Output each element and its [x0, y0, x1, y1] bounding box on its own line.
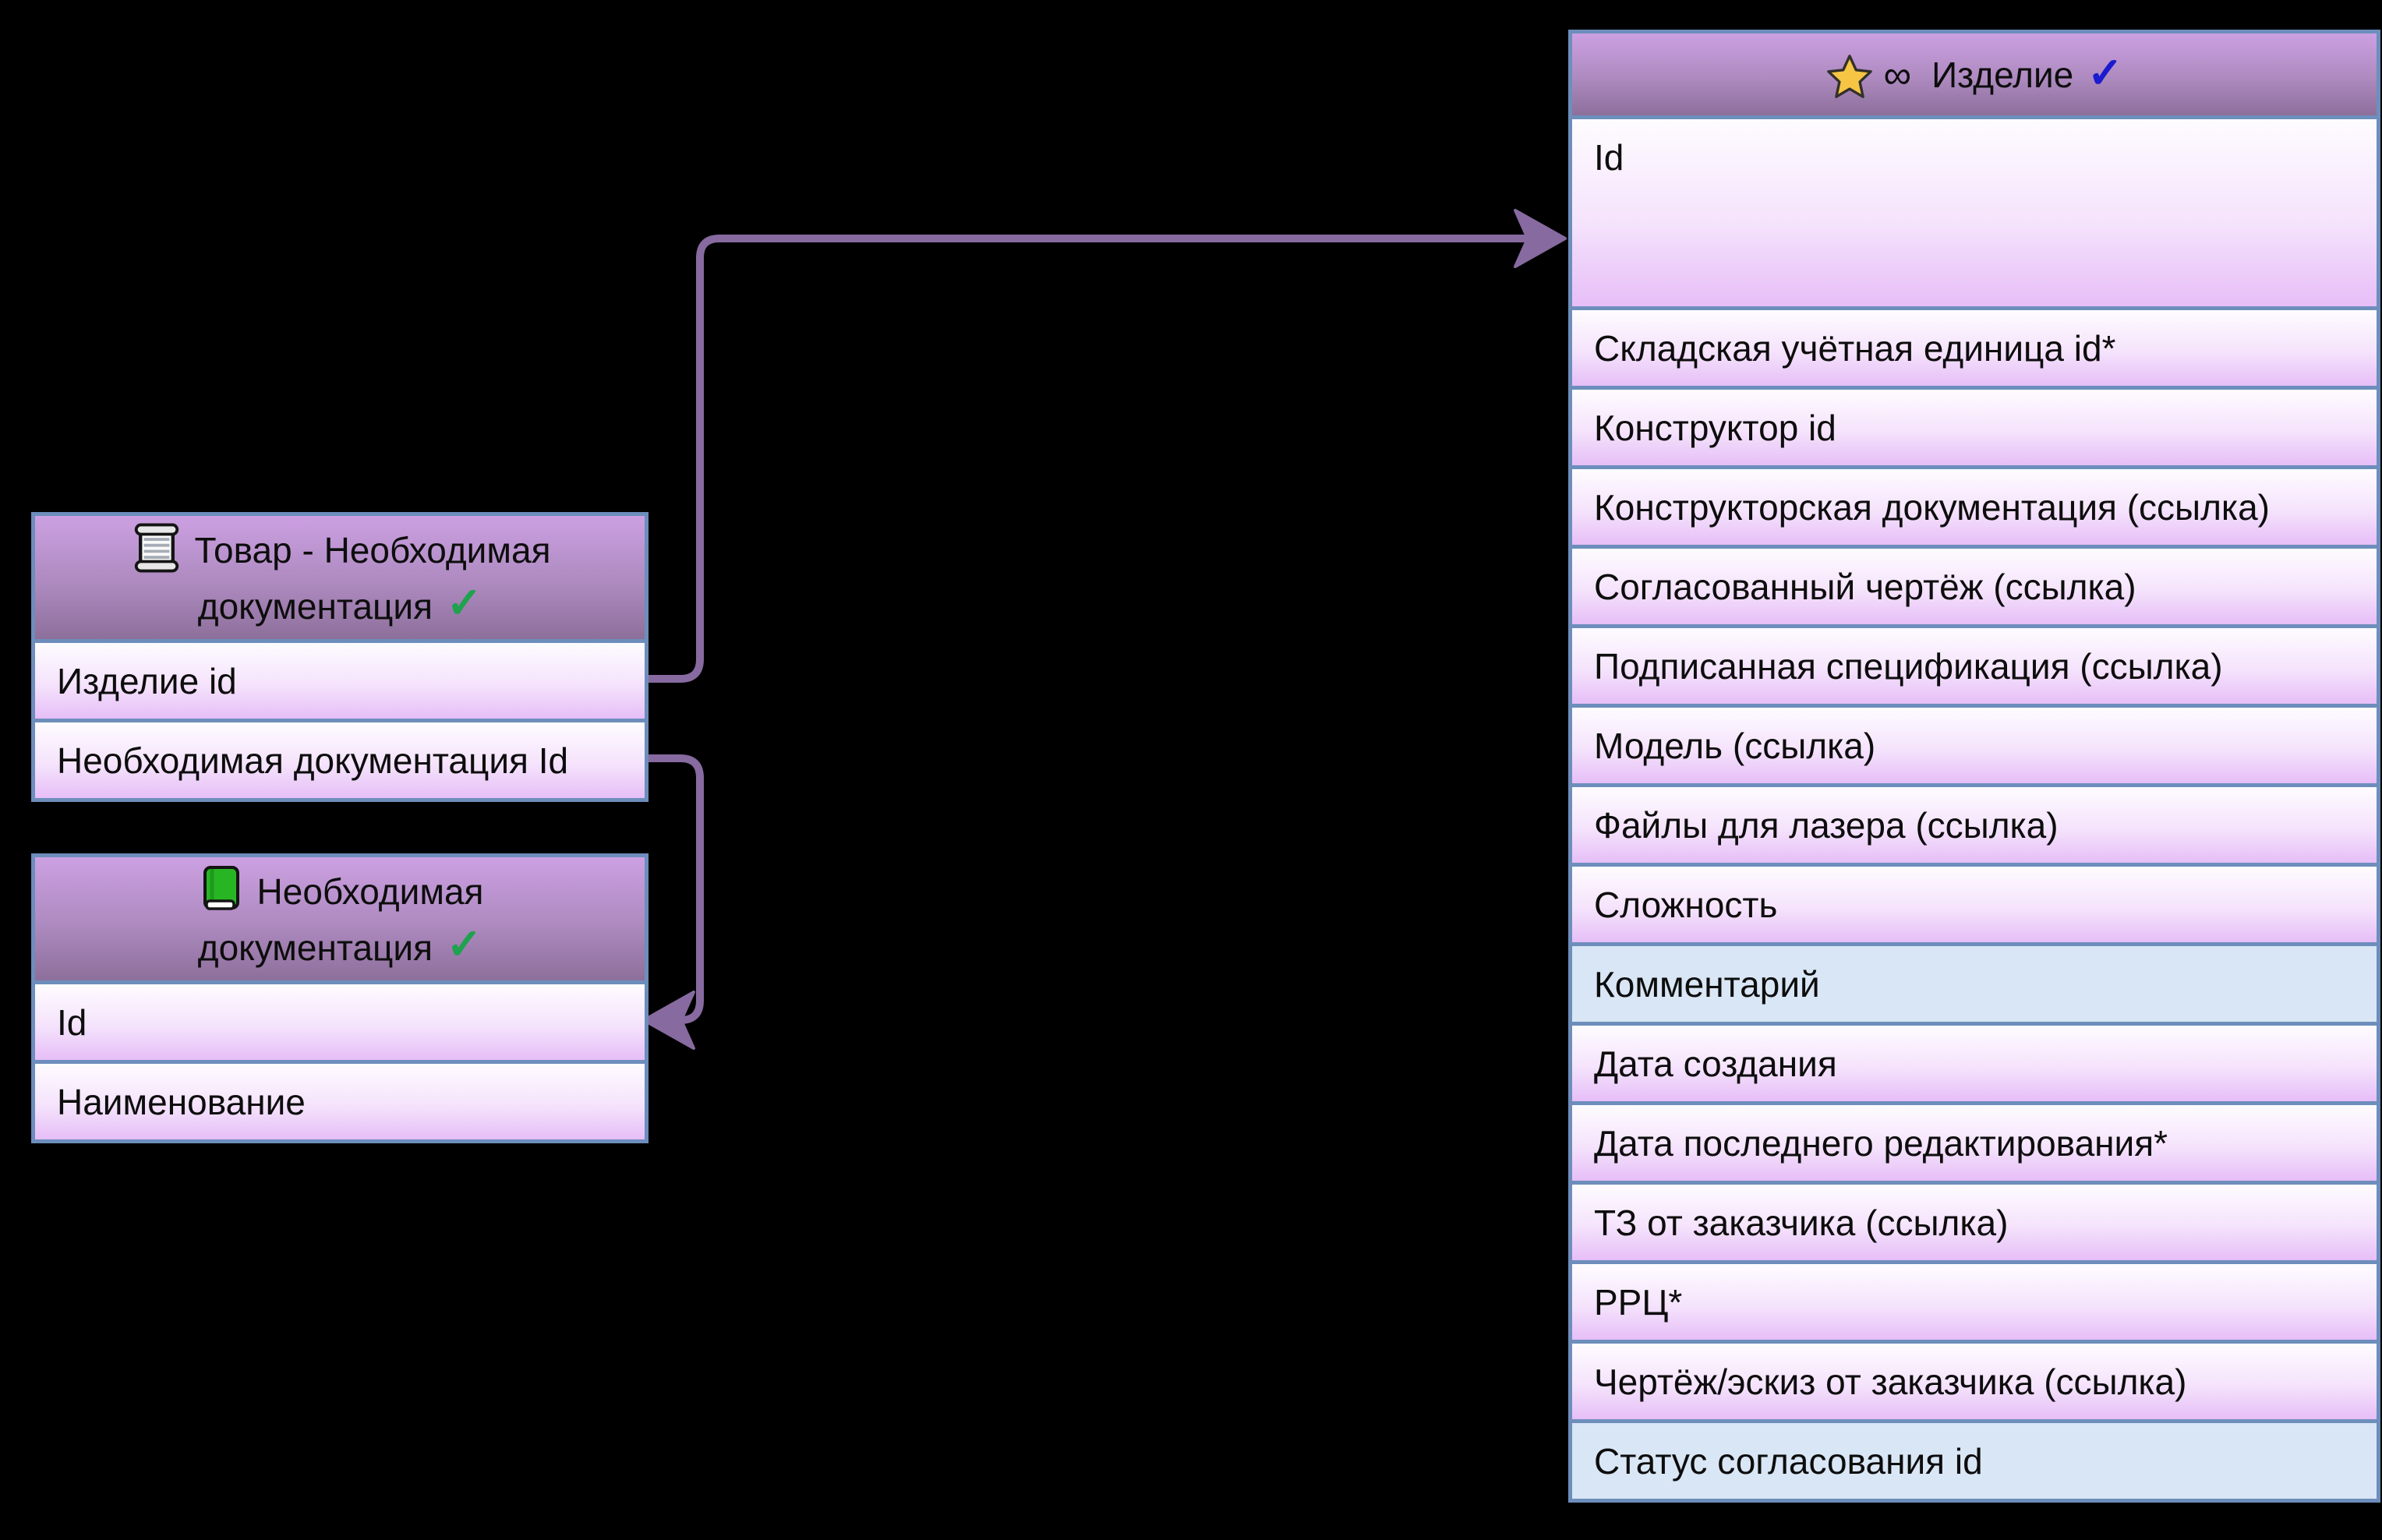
field-label: ТЗ от заказчика (ссылка)	[1594, 1203, 2009, 1243]
field-row-complexity[interactable]: Сложность	[1572, 863, 2377, 942]
green-book-icon	[203, 866, 239, 910]
field-row-customer-tz[interactable]: ТЗ от заказчика (ссылка)	[1572, 1181, 2377, 1260]
relation-arrowhead-product	[1514, 209, 1567, 268]
check-icon: ✓	[446, 921, 482, 968]
field-label: Изделие id	[57, 661, 237, 701]
relation-arrow-docs	[641, 754, 704, 1024]
field-row-approval-status[interactable]: Статус согласования id	[1572, 1419, 2377, 1499]
field-label: Чертёж/эскиз от заказчика (ссылка)	[1594, 1362, 2187, 1402]
field-label: Дата создания	[1594, 1044, 1837, 1084]
field-row-design-docs[interactable]: Конструкторская документация (ссылка)	[1572, 465, 2377, 545]
table-header-izdelie[interactable]: ∞ Изделие ✓	[1572, 34, 2377, 115]
field-row-constructor-id[interactable]: Конструктор id	[1572, 386, 2377, 465]
field-row-id[interactable]: Id	[1572, 115, 2377, 306]
field-label: Конструкторская документация (ссылка)	[1594, 487, 2270, 528]
field-label: Файлы для лазера (ссылка)	[1594, 805, 2059, 846]
entity-table-tovar-docs[interactable]: Товар - Необходимая документация✓ Издели…	[31, 512, 649, 802]
check-icon: ✓	[2087, 49, 2123, 97]
entity-table-docs[interactable]: Необходимая документация✓ Id Наименовани…	[31, 853, 649, 1143]
field-label: Подписанная спецификация (ссылка)	[1594, 646, 2223, 687]
field-row-created-date[interactable]: Дата создания	[1572, 1022, 2377, 1101]
field-row-laser-files[interactable]: Файлы для лазера (ссылка)	[1572, 783, 2377, 863]
field-row-id[interactable]: Id	[35, 980, 645, 1060]
field-label: Модель (ссылка)	[1594, 726, 1876, 766]
field-row-approved-drawing[interactable]: Согласованный чертёж (ссылка)	[1572, 545, 2377, 624]
field-label: РРЦ*	[1594, 1282, 1683, 1323]
field-row-comment[interactable]: Комментарий	[1572, 942, 2377, 1022]
field-label: Конструктор id	[1594, 408, 1836, 448]
field-label: Статус согласования id	[1594, 1441, 1983, 1482]
field-row-izdelie-id[interactable]: Изделие id	[35, 639, 645, 719]
field-row-edited-date[interactable]: Дата последнего редактирования*	[1572, 1101, 2377, 1181]
field-label: Наименование	[57, 1082, 306, 1122]
scroll-icon	[134, 523, 178, 573]
field-label: Согласованный чертёж (ссылка)	[1594, 567, 2136, 607]
field-row-signed-spec[interactable]: Подписанная спецификация (ссылка)	[1572, 624, 2377, 704]
field-label: Дата последнего редактирования*	[1594, 1123, 2168, 1164]
field-label: Сложность	[1594, 885, 1778, 925]
table-header-docs[interactable]: Необходимая документация✓	[35, 857, 645, 980]
field-label: Id	[57, 1002, 87, 1043]
field-label: Комментарий	[1594, 964, 1820, 1005]
relation-arrowhead-docs	[642, 991, 695, 1050]
table-title: Товар - Необходимая документация	[194, 530, 551, 627]
table-header-tovar-docs[interactable]: Товар - Необходимая документация✓	[35, 516, 645, 639]
field-label: Id	[1594, 137, 1624, 178]
relation-arrow-product	[641, 235, 1529, 683]
infinity-icon: ∞	[1883, 52, 1912, 97]
field-row-rrc[interactable]: РРЦ*	[1572, 1260, 2377, 1340]
check-icon: ✓	[446, 580, 482, 627]
field-row-sku-id[interactable]: Складская учётная единица id*	[1572, 306, 2377, 386]
table-title: Изделие	[1931, 54, 2074, 95]
field-label: Складская учётная единица id*	[1594, 328, 2116, 369]
star-icon	[1827, 54, 1873, 98]
field-row-customer-sketch[interactable]: Чертёж/эскиз от заказчика (ссылка)	[1572, 1340, 2377, 1419]
field-row-model[interactable]: Модель (ссылка)	[1572, 704, 2377, 783]
table-title: Необходимая документация	[197, 871, 484, 968]
field-row-docs-id[interactable]: Необходимая документация Id	[35, 719, 645, 798]
field-row-name[interactable]: Наименование	[35, 1060, 645, 1139]
entity-table-izdelie[interactable]: ∞ Изделие ✓ Id Складская учётная единица…	[1568, 30, 2380, 1503]
field-label: Необходимая документация Id	[57, 740, 569, 781]
